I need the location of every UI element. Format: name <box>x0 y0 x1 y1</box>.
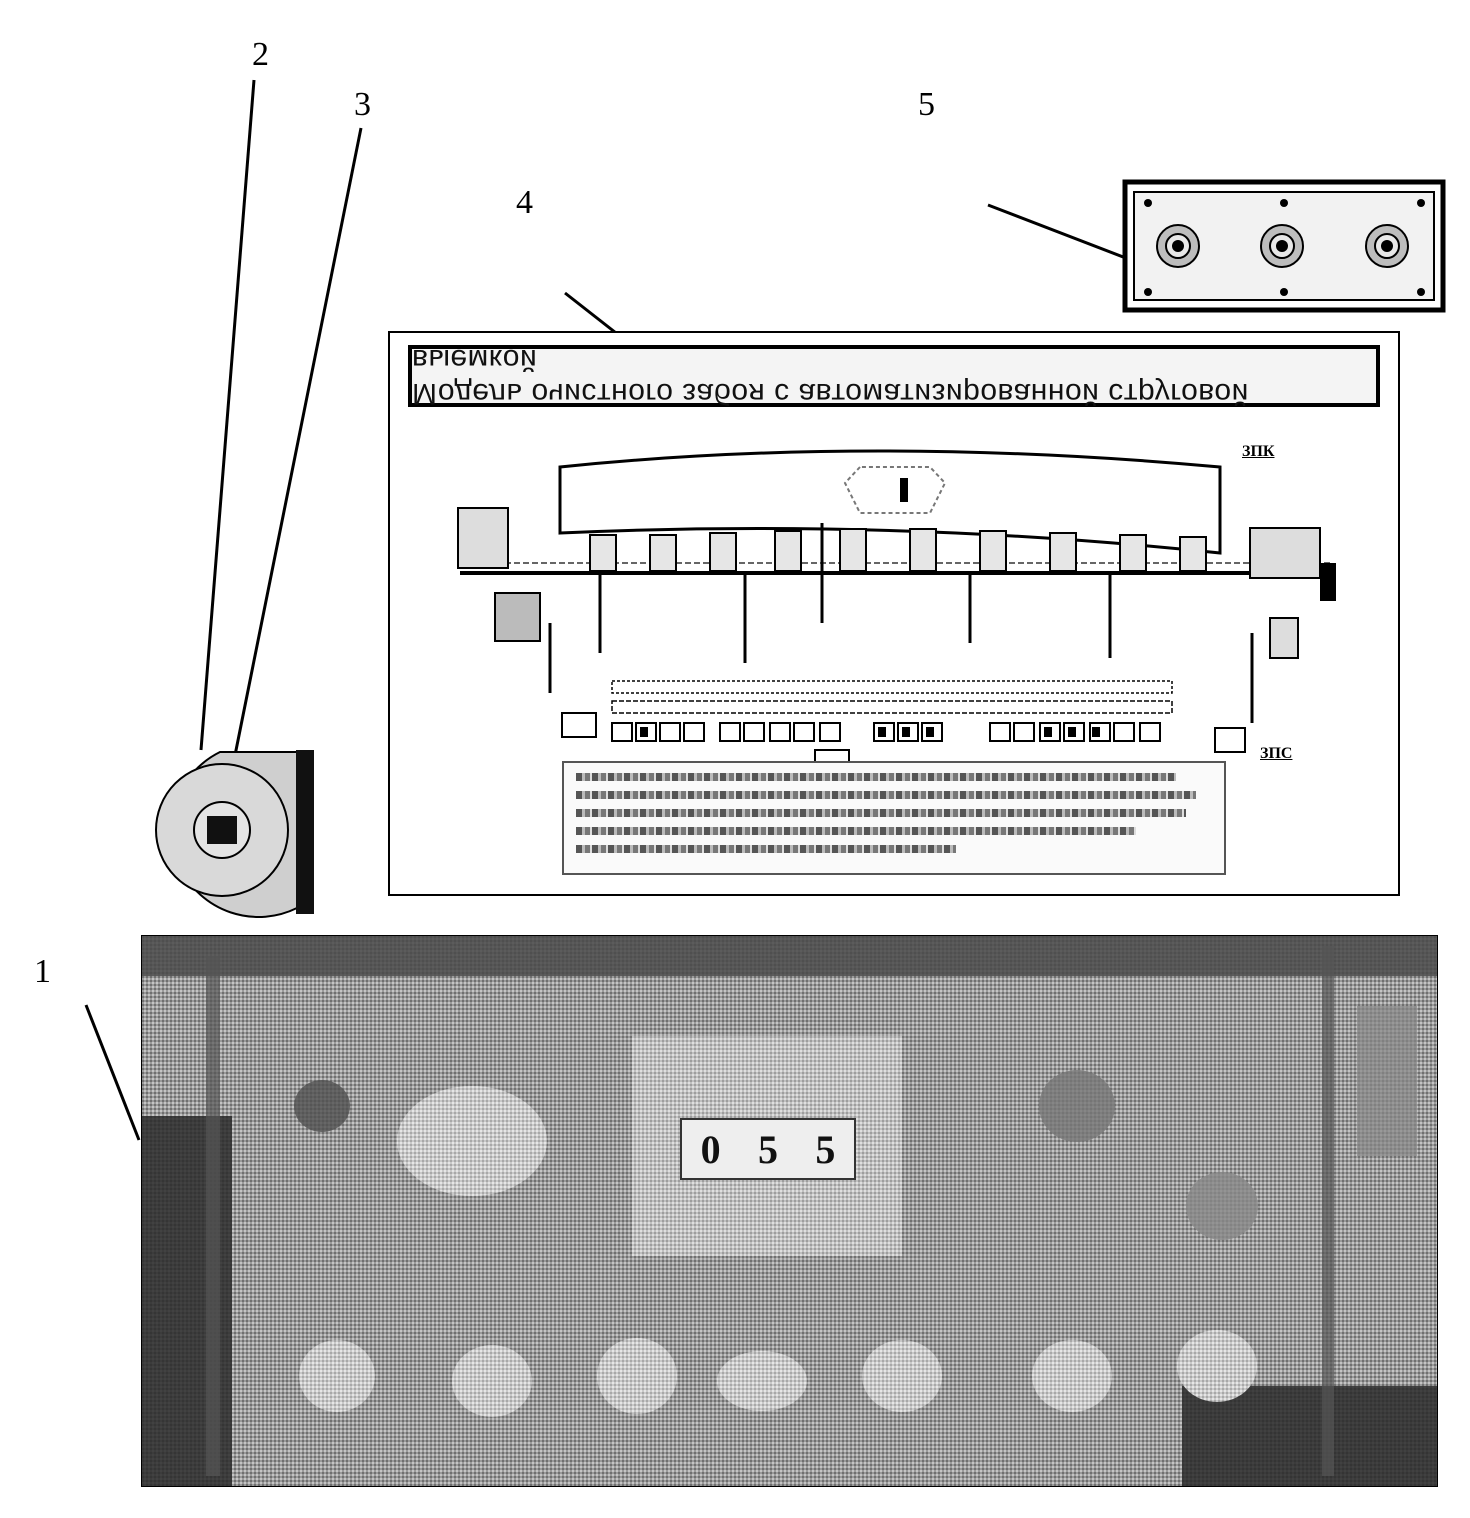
counter-digit: 5 <box>815 1126 836 1172</box>
console-photo <box>141 935 1438 1487</box>
callout-label-5: 5 <box>918 86 935 123</box>
poster-legend <box>562 761 1226 875</box>
label-zpk: ЗПК <box>1242 443 1275 460</box>
counter-digit: 5 <box>757 1126 778 1172</box>
label-zps: ЗПС <box>1260 745 1293 762</box>
mimic-diagram-panel: Модель очистного забоя с автоматизирован… <box>388 331 1400 896</box>
counter-digit: 0 <box>700 1126 721 1172</box>
digital-counter: 0 5 5 <box>680 1118 856 1180</box>
three-button-panel <box>1122 179 1446 313</box>
push-button-unit <box>155 750 314 918</box>
leader-line-1 <box>84 1004 141 1141</box>
leader-line-3 <box>220 127 363 821</box>
callout-label-2: 2 <box>252 36 269 73</box>
callout-label-3: 3 <box>354 86 371 123</box>
callout-label-1: 1 <box>34 953 51 990</box>
poster-title: Модель очистного забоя с автоматизирован… <box>412 343 1249 410</box>
poster-title-box: Модель очистного забоя с автоматизирован… <box>408 343 1380 410</box>
callout-label-4: 4 <box>516 184 533 221</box>
longwall-schematic <box>457 449 1336 775</box>
leader-line-2 <box>199 79 256 751</box>
